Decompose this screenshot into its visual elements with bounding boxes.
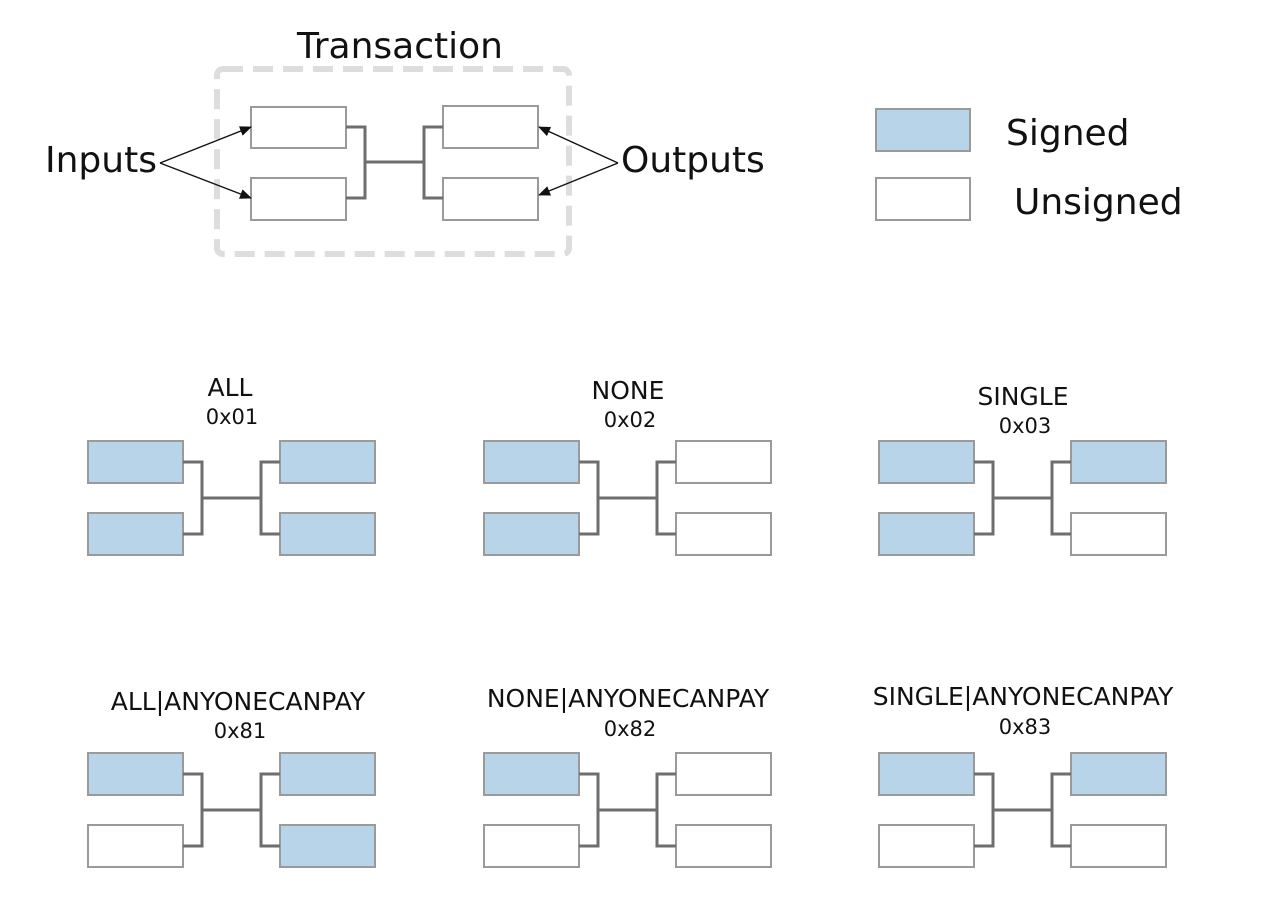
legend-signed-swatch: [875, 108, 971, 152]
input-arrow-2: [159, 162, 252, 199]
sighash-panel-3: SINGLE 0x03: [878, 382, 1167, 556]
output-box-signed: [279, 752, 376, 796]
output-box-signed: [279, 824, 376, 868]
connector-lines: [974, 460, 1071, 536]
overview-output-box-1: [442, 105, 539, 149]
overview-diagram: Transaction Inputs Outputs: [45, 26, 765, 257]
input-box-signed: [483, 752, 580, 796]
output-box-unsigned: [675, 512, 772, 556]
connector-lines: [183, 772, 280, 848]
output-box-unsigned: [1070, 824, 1167, 868]
outputs-label: Outputs: [621, 140, 765, 181]
input-box-unsigned: [483, 824, 580, 868]
overview-input-box-2: [250, 177, 347, 221]
transaction-frame: [214, 66, 572, 257]
input-arrow-1: [159, 126, 252, 164]
sighash-name: NONE: [592, 376, 665, 405]
overview-connector: [346, 125, 443, 200]
sighash-type-grid: ALL 0x01 NONE 0x02 SINGLE 0x03ALL|ANYONECANPA…: [87, 373, 1174, 868]
sighash-code: 0x03: [999, 414, 1052, 438]
output-arrow-2: [538, 162, 619, 196]
sighash-name: ALL|ANYONECANPAY: [111, 687, 366, 716]
input-box-signed: [878, 440, 975, 484]
output-box-unsigned: [675, 752, 772, 796]
transaction-title: Transaction: [296, 26, 503, 67]
sighash-panel-1: ALL 0x01: [87, 373, 376, 556]
input-box-signed: [878, 752, 975, 796]
overview-output-box-2: [442, 177, 539, 221]
inputs-label: Inputs: [45, 140, 157, 181]
output-arrow-1: [538, 126, 619, 164]
input-box-unsigned: [87, 824, 184, 868]
connector-lines: [579, 772, 676, 848]
output-box-signed: [279, 512, 376, 556]
sighash-panel-6: SINGLE|ANYONECANPAY 0x83: [873, 682, 1174, 868]
input-box-unsigned: [878, 824, 975, 868]
sighash-code: 0x81: [214, 719, 267, 743]
output-box-signed: [279, 440, 376, 484]
sighash-code: 0x82: [604, 717, 657, 741]
output-box-unsigned: [675, 824, 772, 868]
overview-input-box-1: [250, 106, 347, 149]
input-box-signed: [87, 440, 184, 484]
connector-lines: [974, 772, 1071, 848]
sighash-code: 0x01: [206, 405, 259, 429]
input-box-signed: [87, 752, 184, 796]
sighash-code: 0x83: [999, 715, 1052, 739]
legend: Signed Unsigned: [875, 108, 1183, 223]
sighash-code: 0x02: [604, 408, 657, 432]
connector-lines: [579, 460, 676, 536]
input-box-signed: [483, 440, 580, 484]
sighash-panel-4: ALL|ANYONECANPAY 0x81: [87, 687, 376, 868]
output-box-unsigned: [675, 440, 772, 484]
sighash-panel-2: NONE 0x02: [483, 376, 772, 556]
input-box-signed: [483, 512, 580, 556]
input-box-signed: [878, 512, 975, 556]
sighash-name: NONE|ANYONECANPAY: [487, 684, 770, 713]
legend-signed-label: Signed: [1006, 113, 1130, 154]
sighash-name: SINGLE|ANYONECANPAY: [873, 682, 1174, 711]
connector-lines: [183, 460, 280, 536]
input-box-signed: [87, 512, 184, 556]
output-box-signed: [1070, 440, 1167, 484]
sighash-name: ALL: [208, 373, 253, 402]
sighash-panel-5: NONE|ANYONECANPAY 0x82: [483, 684, 772, 868]
output-box-signed: [1070, 752, 1167, 796]
sighash-name: SINGLE: [977, 382, 1068, 411]
output-box-unsigned: [1070, 512, 1167, 556]
legend-unsigned-swatch: [875, 177, 971, 221]
legend-unsigned-label: Unsigned: [1014, 182, 1183, 223]
